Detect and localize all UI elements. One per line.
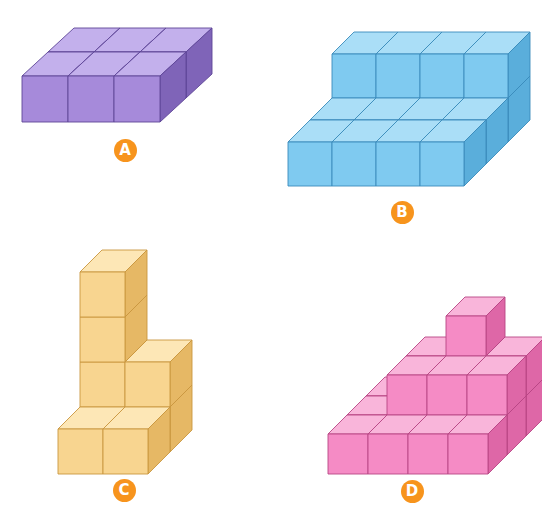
cube-face bbox=[526, 337, 542, 396]
cube-face bbox=[328, 434, 368, 474]
cube-face bbox=[125, 362, 170, 407]
cube-face bbox=[368, 434, 408, 474]
cube-face bbox=[68, 76, 114, 122]
cube-face bbox=[80, 362, 125, 407]
cube-face bbox=[464, 54, 508, 98]
cube-face bbox=[80, 317, 125, 362]
cube-face bbox=[114, 76, 160, 122]
cube-face bbox=[488, 415, 507, 474]
cube-face bbox=[58, 429, 103, 474]
cube-face bbox=[486, 98, 508, 164]
cube-face bbox=[420, 54, 464, 98]
badge-letter: A bbox=[119, 143, 131, 158]
cube-face bbox=[464, 120, 486, 186]
cube-face bbox=[387, 375, 427, 415]
yellow-tower bbox=[58, 250, 192, 474]
cube-face bbox=[125, 250, 147, 317]
label-badge: B bbox=[391, 201, 414, 224]
cube-face bbox=[332, 54, 376, 98]
cube-face bbox=[507, 356, 526, 415]
cube-face bbox=[186, 28, 212, 98]
purple-slab bbox=[22, 28, 212, 122]
cube-face bbox=[160, 52, 186, 122]
badge-letter: C bbox=[118, 483, 129, 498]
blue-steps bbox=[288, 32, 530, 186]
cube-face bbox=[408, 434, 448, 474]
cube-face bbox=[420, 142, 464, 186]
cube-face bbox=[508, 32, 530, 98]
cube-face bbox=[148, 407, 170, 474]
cube-face bbox=[80, 272, 125, 317]
cube-face bbox=[446, 316, 486, 356]
cube-face bbox=[376, 142, 420, 186]
label-badge: D bbox=[401, 480, 424, 503]
cube-face bbox=[332, 142, 376, 186]
cube-face bbox=[427, 375, 467, 415]
cube-face bbox=[486, 297, 505, 356]
badge-letter: B bbox=[396, 205, 407, 220]
cube-face bbox=[288, 142, 332, 186]
cube-face bbox=[448, 434, 488, 474]
cube-face bbox=[22, 76, 68, 122]
cube-face bbox=[467, 375, 507, 415]
cube-face bbox=[376, 54, 420, 98]
cube-face bbox=[170, 340, 192, 407]
label-badge: A bbox=[114, 139, 137, 162]
cube-face bbox=[103, 429, 148, 474]
pink-pyramid bbox=[328, 297, 542, 474]
badge-letter: D bbox=[406, 484, 418, 499]
label-badge: C bbox=[113, 479, 136, 502]
